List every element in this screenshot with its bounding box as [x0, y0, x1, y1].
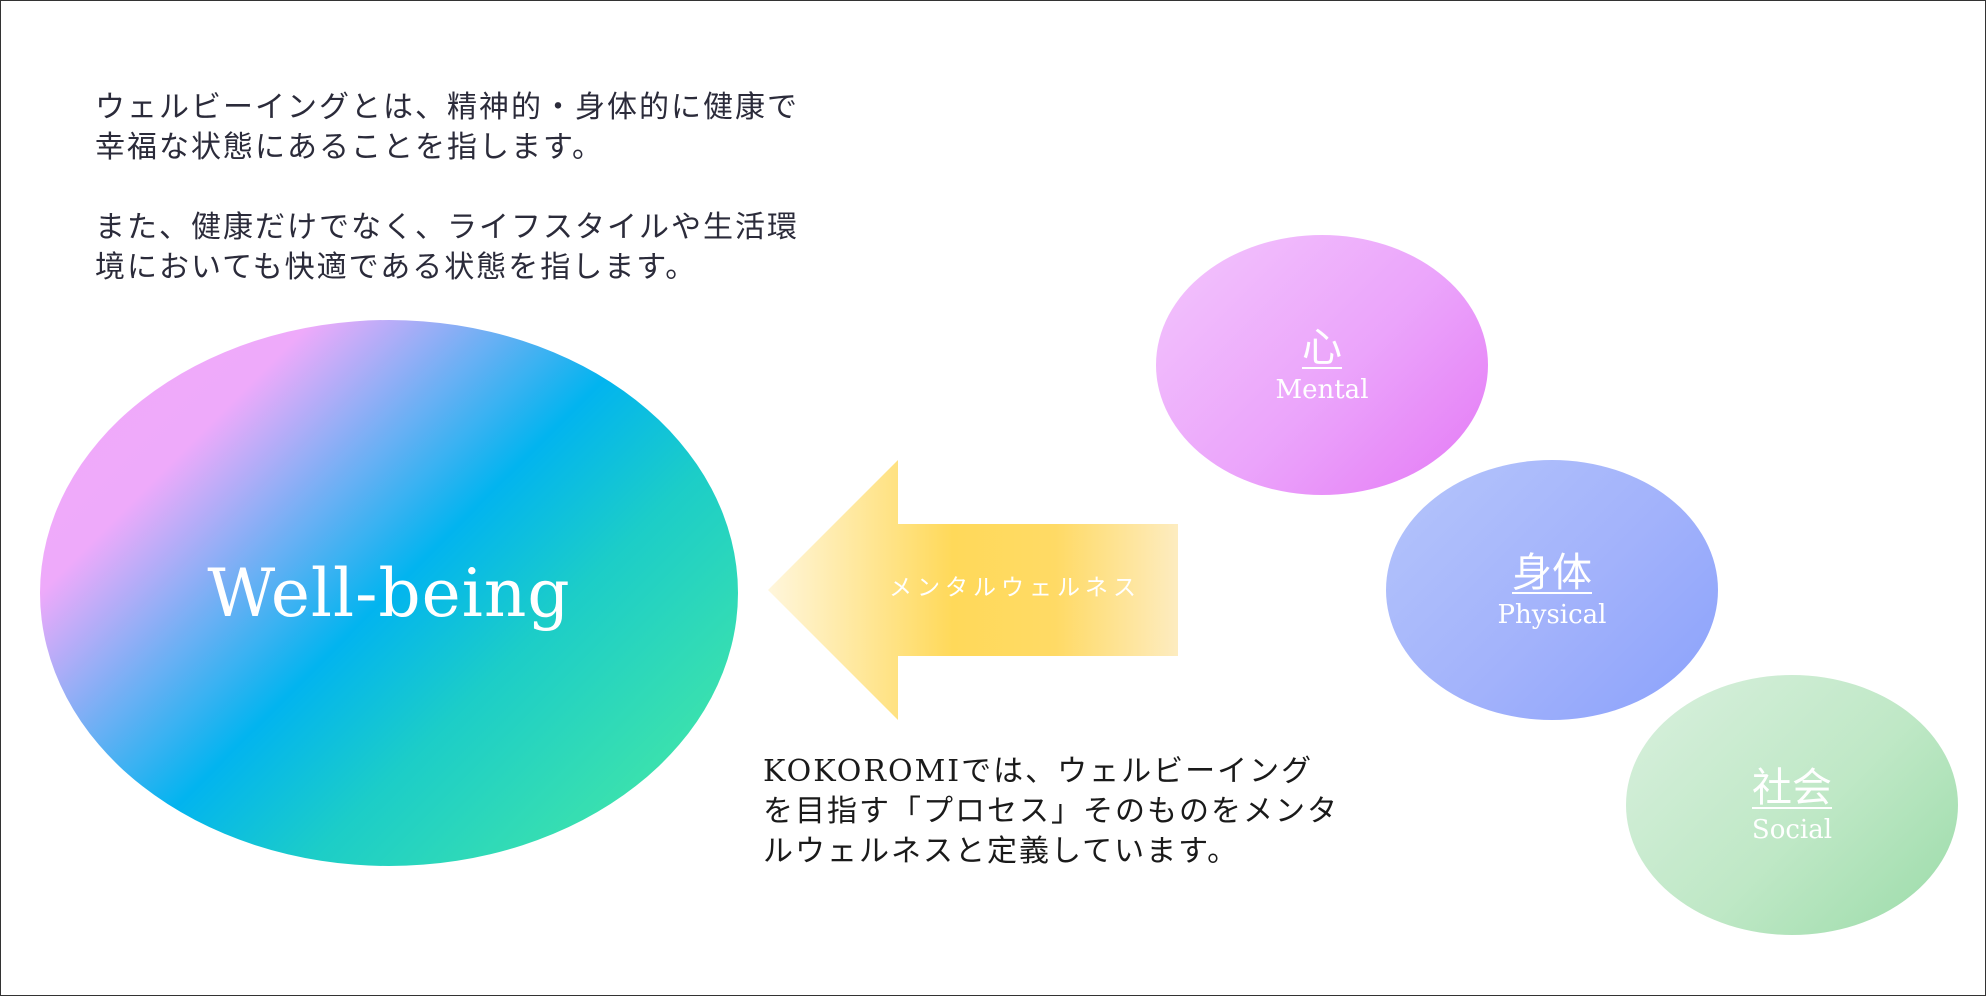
intro-paragraph-lifestyle: また、健康だけでなく、ライフスタイルや生活環境においても快適である状態を指します… — [95, 210, 799, 285]
physical-label-jp: 身体 — [1512, 550, 1592, 596]
social-label-jp: 社会 — [1752, 765, 1832, 811]
mental-circle: 心 Mental — [1156, 235, 1488, 495]
intro-text: ウェルビーイングとは、精神的・身体的に健康で幸福な状態にあることを指します。 ま… — [95, 88, 815, 328]
intro-paragraph-definition: ウェルビーイングとは、精神的・身体的に健康で幸福な状態にあることを指します。 — [95, 90, 799, 165]
definition-note: KOKOROMIでは、ウェルビーイングを目指す「プロセス」そのものをメンタルウェ… — [763, 754, 1339, 869]
mental-label-jp: 心 — [1302, 325, 1342, 371]
wellbeing-ellipse: Well-being — [40, 320, 738, 866]
social-circle: 社会 Social — [1626, 675, 1958, 935]
arrow-shape — [768, 460, 1178, 720]
physical-circle: 身体 Physical — [1386, 460, 1718, 720]
arrow-label: メンタルウェルネス — [889, 575, 1141, 601]
mental-label-en: Mental — [1275, 375, 1369, 405]
social-label-en: Social — [1751, 815, 1833, 845]
mental-wellness-arrow — [768, 460, 1178, 720]
physical-label-en: Physical — [1497, 600, 1607, 630]
wellbeing-label: Well-being — [207, 554, 571, 632]
